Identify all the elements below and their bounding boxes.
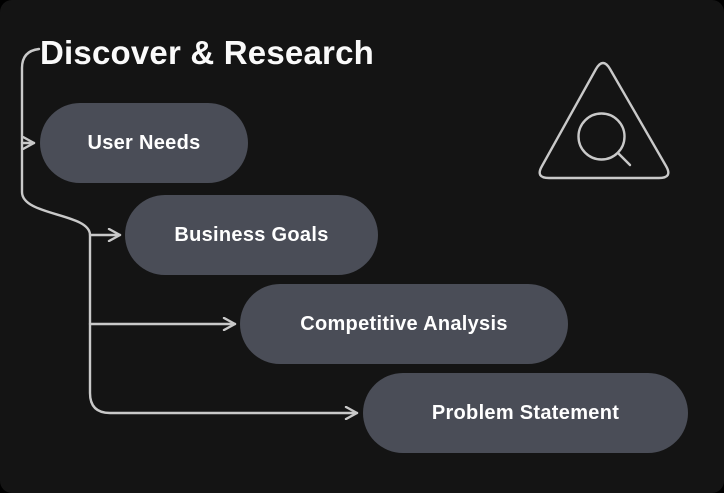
node-competitive-analysis: Competitive Analysis — [240, 284, 568, 364]
node-label: User Needs — [87, 131, 201, 154]
search-triangle-icon — [538, 61, 670, 180]
node-business-goals: Business Goals — [125, 195, 378, 275]
magnifier-handle-icon — [616, 151, 632, 167]
node-label: Business Goals — [174, 223, 329, 246]
triangle-outline-icon — [538, 61, 670, 180]
page-title: Discover & Research — [40, 34, 374, 71]
node-label: Competitive Analysis — [300, 312, 508, 335]
connector-trunk — [20, 47, 359, 413]
node-problem-statement: Problem Statement — [363, 373, 688, 453]
magnifier-glass-icon — [577, 112, 626, 161]
node-user-needs: User Needs — [40, 103, 248, 183]
node-label: Problem Statement — [431, 401, 620, 424]
